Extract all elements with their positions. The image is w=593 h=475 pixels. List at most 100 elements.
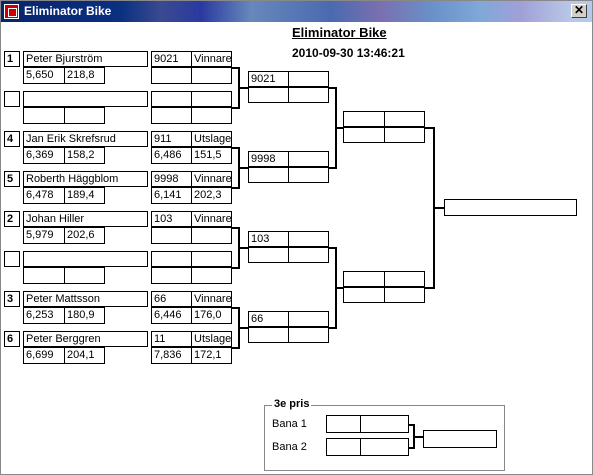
qf-value — [288, 87, 329, 103]
bracket-line — [409, 424, 415, 426]
rider-name: Peter Berggren — [23, 331, 148, 347]
result-status — [191, 91, 232, 107]
qf-number: 103 — [248, 231, 289, 247]
bracket-line — [232, 227, 240, 229]
bracket-line — [232, 267, 240, 269]
bike-number: 66 — [151, 291, 192, 307]
bracket-line — [232, 347, 240, 349]
qf-value — [288, 247, 329, 263]
result-status — [191, 251, 232, 267]
result-time: 6,486 — [151, 147, 192, 164]
sf-cell — [384, 127, 425, 143]
sf-cell — [343, 287, 385, 303]
lane-1-label: Bana 1 — [272, 418, 307, 430]
rider-name: Jan Erik Skrefsrud — [23, 131, 148, 147]
result-time: 6,141 — [151, 187, 192, 204]
rider-name: Johan Hiller — [23, 211, 148, 227]
timestamp: 2010-09-30 13:46:21 — [292, 46, 405, 60]
bracket-line — [413, 436, 423, 438]
sf-cell — [343, 111, 385, 127]
bike-number: 103 — [151, 211, 192, 227]
result-speed — [191, 267, 232, 284]
third-lane2-b — [360, 438, 409, 456]
seed-box: 1 — [4, 51, 20, 67]
qf-number: 9998 — [248, 151, 289, 167]
page-title: Eliminator Bike — [292, 25, 387, 40]
bracket-line — [238, 247, 248, 249]
rider-time — [23, 107, 65, 124]
bracket-line — [329, 87, 337, 89]
third-place-group: 3e pris Bana 1 Bana 2 — [264, 398, 505, 471]
seed-box: 4 — [4, 131, 20, 147]
result-time — [151, 227, 192, 244]
bracket-line — [238, 327, 248, 329]
rider-time: 6,369 — [23, 147, 65, 164]
rider-time — [23, 267, 65, 284]
bracket-line — [238, 167, 248, 169]
result-speed — [191, 107, 232, 124]
result-time: 6,446 — [151, 307, 192, 324]
result-speed: 176,0 — [191, 307, 232, 324]
result-speed — [191, 67, 232, 84]
bike-number: 11 — [151, 331, 192, 347]
qf-value — [288, 231, 329, 247]
bracket-line — [425, 127, 435, 129]
bracket-line — [409, 447, 415, 449]
result-status: Vinnare — [191, 51, 232, 67]
bracket-line — [329, 167, 337, 169]
bracket-line — [335, 127, 343, 129]
rider-speed: 189,4 — [64, 187, 105, 204]
result-speed: 172,1 — [191, 347, 232, 364]
rider-time: 5,979 — [23, 227, 65, 244]
result-speed — [191, 227, 232, 244]
app-icon — [4, 4, 19, 19]
qf-value — [288, 167, 329, 183]
window-title: Eliminator Bike — [24, 4, 112, 18]
result-status: Utslagen — [191, 331, 232, 347]
bike-number — [151, 91, 192, 107]
third-winner — [423, 430, 497, 448]
bike-number: 9998 — [151, 171, 192, 187]
rider-name: Peter Mattsson — [23, 291, 148, 307]
bracket-line — [232, 187, 240, 189]
sf-cell — [343, 127, 385, 143]
rider-speed: 202,6 — [64, 227, 105, 244]
bracket-line — [335, 287, 343, 289]
rider-time: 6,478 — [23, 187, 65, 204]
bracket-line — [329, 247, 337, 249]
close-button[interactable]: ✕ — [571, 4, 587, 18]
sf-cell — [343, 271, 385, 287]
rider-name: Roberth Häggblom — [23, 171, 148, 187]
result-time — [151, 107, 192, 124]
rider-speed: 180,9 — [64, 307, 105, 324]
bracket-line — [425, 287, 435, 289]
result-status: Vinnare — [191, 171, 232, 187]
qf-number — [248, 87, 289, 103]
qf-number — [248, 247, 289, 263]
sf-cell — [384, 111, 425, 127]
result-time: 7,836 — [151, 347, 192, 364]
lane-2-label: Bana 2 — [272, 441, 307, 453]
rider-name — [23, 251, 148, 267]
result-time — [151, 67, 192, 84]
rider-time: 5,650 — [23, 67, 65, 84]
qf-value — [288, 327, 329, 343]
qf-value — [288, 311, 329, 327]
seed-box: 5 — [4, 171, 20, 187]
seed-box: 3 — [4, 291, 20, 307]
rider-speed — [64, 267, 105, 284]
qf-number — [248, 167, 289, 183]
result-speed: 202,3 — [191, 187, 232, 204]
result-time — [151, 267, 192, 284]
sf-cell — [384, 287, 425, 303]
result-speed: 151,5 — [191, 147, 232, 164]
result-status: Utslagen — [191, 131, 232, 147]
bracket-line — [232, 307, 240, 309]
bracket-line — [238, 87, 248, 89]
rider-time: 6,253 — [23, 307, 65, 324]
title-bar: Eliminator Bike ✕ — [1, 1, 592, 22]
third-lane1-b — [360, 415, 409, 433]
qf-number: 9021 — [248, 71, 289, 87]
rider-speed: 204,1 — [64, 347, 105, 364]
